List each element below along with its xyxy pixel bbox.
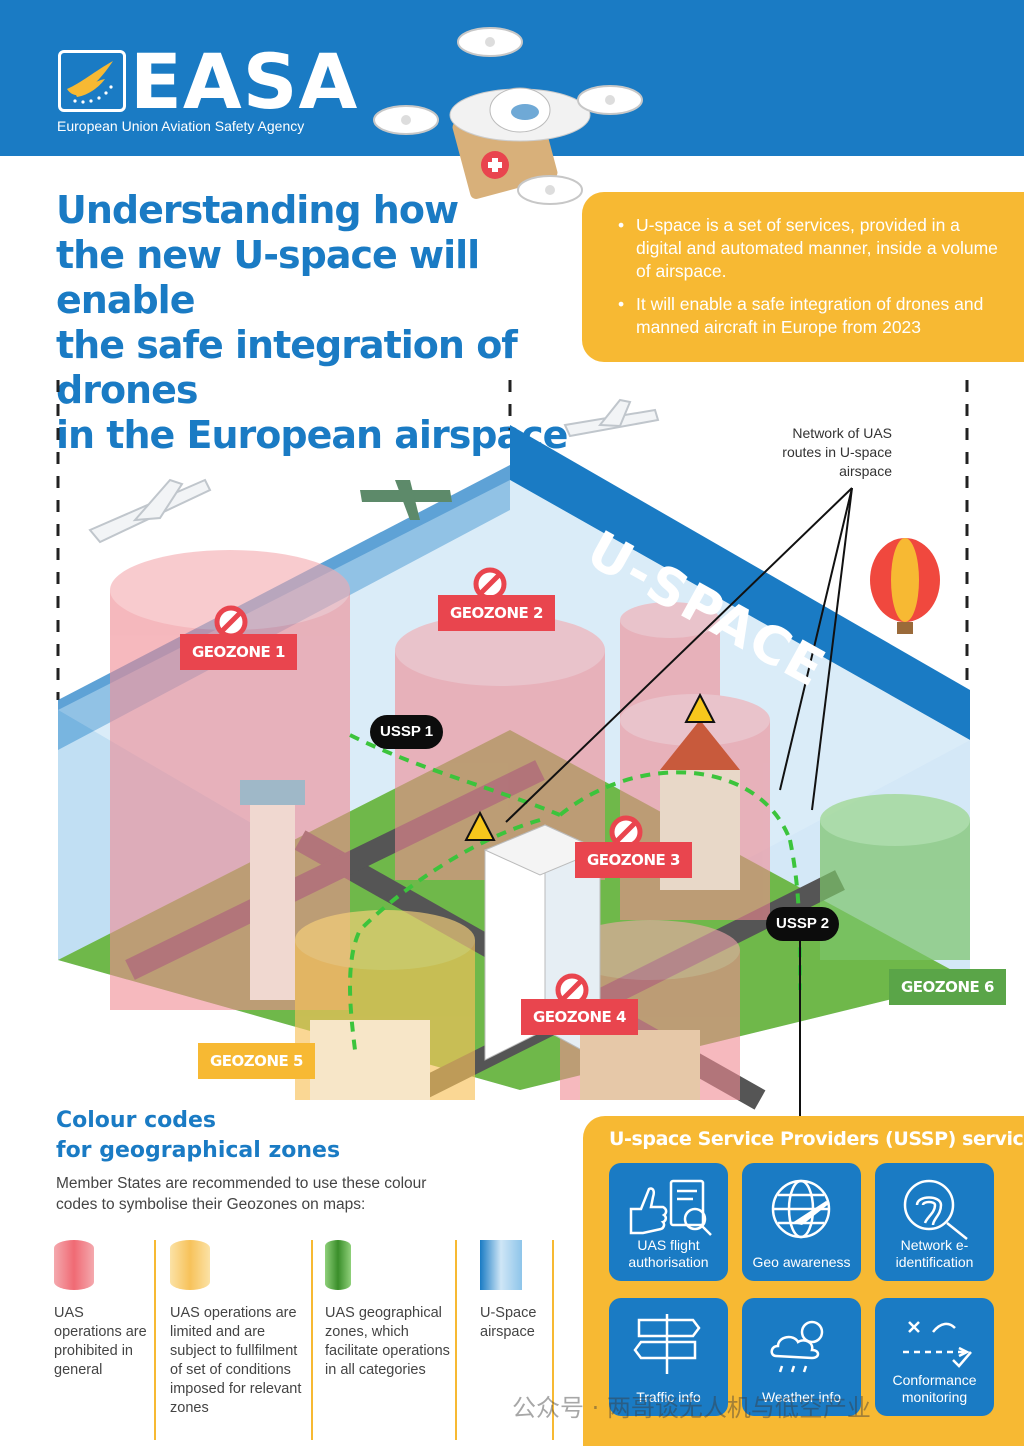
geozone-4-label: GEOZONE 4 <box>521 999 638 1035</box>
services-title: U-space Service Providers (USSP) service… <box>609 1128 1024 1150</box>
service-network-eid: Network e-identification <box>875 1163 994 1281</box>
service-label: Network e-identification <box>895 1237 974 1270</box>
service-label: Weather info <box>761 1389 842 1405</box>
legend-text: UAS operations are prohibited in general <box>54 1305 147 1378</box>
legend-prohibited: UAS operations are prohibited in general <box>54 1240 150 1380</box>
red-cylinder-icon <box>54 1240 94 1290</box>
service-label: UAS flight authorisation <box>628 1237 709 1270</box>
title-line: the safe integration of drones <box>56 323 518 412</box>
title-line: in the European airspace <box>56 413 568 457</box>
blue-airspace-icon <box>480 1240 522 1290</box>
legend-uspace: U-Space airspace <box>480 1240 550 1342</box>
ussp-1-label: USSP 1 <box>370 715 444 749</box>
yellow-cylinder-icon <box>170 1240 210 1290</box>
legend-divider <box>154 1240 156 1440</box>
service-weather-info: Weather info <box>742 1298 861 1416</box>
delivery-drone-icon <box>373 27 643 205</box>
fingerprint-magnifier-icon <box>903 1179 968 1240</box>
service-label: Conformance monitoring <box>892 1372 977 1405</box>
legend-text: U-Space airspace <box>480 1305 537 1340</box>
legend-divider <box>455 1240 457 1440</box>
info-bullet: U-space is a set of services, provided i… <box>618 214 1006 283</box>
legend-divider <box>552 1240 554 1440</box>
info-bullet: It will enable a safe integration of dro… <box>618 293 1006 339</box>
page-title: Understanding how the new U-space will e… <box>56 188 576 458</box>
service-label: Traffic info <box>636 1389 701 1405</box>
signpost-icon <box>633 1314 701 1374</box>
geozone-1-label: GEOZONE 1 <box>180 634 297 670</box>
easa-subtitle: European Union Aviation Safety Agency <box>57 118 305 134</box>
uspace-info-box: U-space is a set of services, provided i… <box>582 192 1024 362</box>
green-cylinder-icon <box>325 1240 351 1290</box>
colour-codes-title: Colour codes for geographical zones <box>56 1106 340 1166</box>
service-label: Geo awareness <box>752 1254 851 1270</box>
legend-text: UAS operations are limited and are subje… <box>170 1305 302 1416</box>
header-bar: EASA European Union Aviation Safety Agen… <box>0 0 1024 205</box>
service-geo-awareness: Geo awareness <box>742 1163 861 1281</box>
geozone-6-label: GEOZONE 6 <box>889 969 1006 1005</box>
wechat-watermark: 公众号 · 两哥谈无人机与低空产业 <box>512 1394 871 1422</box>
thumbs-up-document-icon <box>629 1179 712 1236</box>
geozone-2-label: GEOZONE 2 <box>438 595 555 631</box>
easa-wordmark: EASA <box>130 37 359 126</box>
service-traffic-info: Traffic info <box>609 1298 728 1416</box>
ussp-2-label: USSP 2 <box>766 907 840 941</box>
uspace-city-scene <box>56 380 970 1120</box>
globe-plane-icon <box>771 1179 831 1239</box>
title-line: the new U-space will enable <box>56 233 480 322</box>
legend-limited: UAS operations are limited and are subje… <box>170 1240 305 1418</box>
title-line: Understanding how <box>56 188 459 232</box>
service-conformance-monitoring: Conformance monitoring <box>875 1298 994 1416</box>
geozone-5-label: GEOZONE 5 <box>198 1043 315 1079</box>
legend-divider <box>311 1240 313 1440</box>
legend-facilitate: UAS geographical zones, which facilitate… <box>325 1240 450 1380</box>
ussp-services-panel: U-space Service Providers (USSP) service… <box>583 1116 1024 1446</box>
colour-codes-description: Member States are recommended to use the… <box>56 1175 427 1213</box>
service-flight-authorisation: UAS flight authorisation <box>609 1163 728 1281</box>
colour-codes-title-line: for geographical zones <box>56 1138 341 1163</box>
weather-cloud-icon <box>770 1320 824 1373</box>
colour-codes-title-line: Colour codes <box>56 1108 217 1133</box>
geozone-3-label: GEOZONE 3 <box>575 842 692 878</box>
legend-text: UAS geographical zones, which facilitate… <box>325 1305 450 1378</box>
network-routes-note: Network of UAS routes in U-space airspac… <box>782 425 892 479</box>
path-check-icon <box>903 1321 972 1368</box>
easa-bird-logo-icon <box>58 50 126 112</box>
